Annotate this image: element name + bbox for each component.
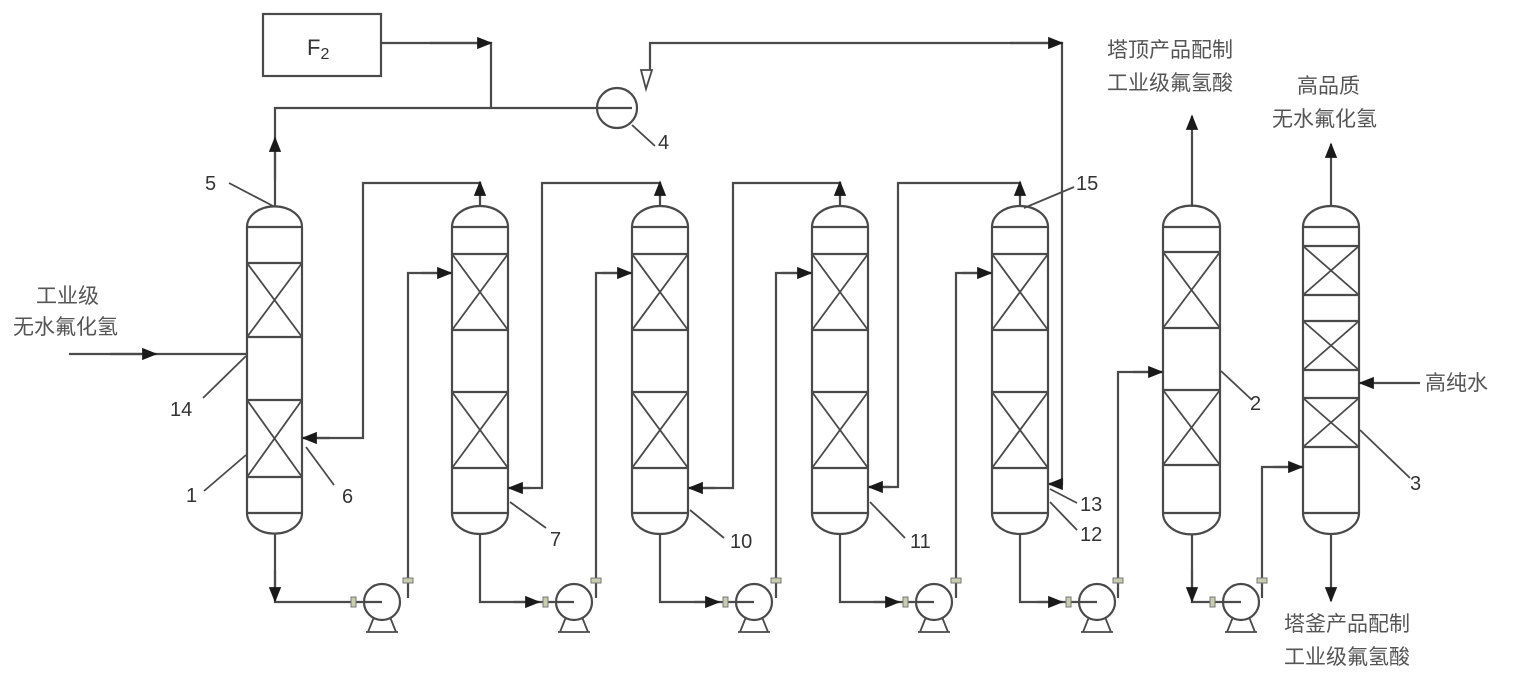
pump-2: [480, 273, 632, 632]
label-5: 5: [205, 173, 216, 195]
pump-4: [840, 273, 992, 632]
discharge-line: [956, 273, 992, 598]
discharge-line: [596, 273, 632, 598]
column-11: [812, 206, 868, 534]
packed-bed: [812, 254, 868, 330]
packed-bed: [452, 392, 508, 468]
col2-top-label-line2: 工业级氟氢酸: [1107, 71, 1233, 95]
top-head: [1163, 206, 1220, 227]
top-head: [1303, 206, 1359, 227]
column-3: [1303, 206, 1359, 534]
packed-bed: [452, 254, 508, 330]
vapor-line-10-to-7: [508, 183, 660, 488]
col3-top-label-line1: 高品质: [1297, 74, 1360, 98]
top-head: [247, 206, 302, 227]
packed-bed: [812, 392, 868, 468]
bottom-head: [992, 513, 1048, 534]
packed-bed: [1163, 252, 1220, 328]
col2-top-label-line1: 塔顶产品配制: [1107, 38, 1233, 62]
discharge-line: [1118, 372, 1163, 598]
vapor-line-12-to-11: [868, 183, 1020, 487]
label-15: 15: [1076, 173, 1098, 195]
label-3: 3: [1410, 473, 1421, 495]
column-12: [992, 206, 1048, 534]
col3-bottom-label-line1: 塔釜产品配制: [1284, 612, 1410, 636]
packed-bed: [1303, 398, 1359, 447]
col3-bottom-label-line2: 工业级氟氢酸: [1284, 645, 1410, 669]
pump-3: [660, 273, 812, 632]
label-10: 10: [730, 531, 752, 553]
feed-label-line1: 工业级: [36, 284, 99, 308]
column-1: [247, 206, 302, 533]
bottom-head: [1163, 513, 1220, 534]
top-head: [452, 206, 508, 227]
packed-bed: [992, 254, 1048, 330]
fluorine-feed-line: [381, 43, 491, 107]
label-13: 13: [1080, 494, 1102, 516]
compressor-discharge-line: [650, 43, 1062, 484]
top-head: [812, 206, 868, 227]
bottom-head: [247, 513, 302, 534]
packed-bed: [247, 400, 302, 477]
packed-bed: [992, 392, 1048, 468]
top-head: [632, 206, 688, 227]
bottom-head: [1303, 513, 1359, 534]
discharge-line: [776, 273, 812, 598]
column-2: [1163, 206, 1220, 535]
water-label: 高纯水: [1425, 371, 1488, 395]
top-head: [992, 206, 1048, 227]
vapor-line-11-to-10: [688, 183, 840, 488]
discharge-line: [1262, 467, 1303, 598]
bottom-head: [632, 513, 688, 534]
label-6: 6: [342, 486, 353, 508]
packed-bed: [1303, 321, 1359, 370]
packed-bed: [247, 263, 302, 337]
label-11: 11: [910, 531, 931, 553]
label-7: 7: [550, 529, 561, 551]
packed-bed: [1163, 390, 1220, 465]
col3-top-label-line2: 无水氟化氢: [1272, 107, 1377, 131]
pump-6: [1192, 467, 1303, 632]
label-4: 4: [658, 132, 669, 154]
label-2: 2: [1250, 393, 1261, 415]
overhead-gas-line: [275, 108, 632, 207]
feed-label-line2: 无水氟化氢: [13, 315, 118, 339]
suction-line: [1192, 534, 1241, 602]
compressor: 4: [597, 70, 669, 154]
label-12: 12: [1080, 524, 1102, 546]
discharge-line: [408, 273, 452, 598]
fluorine-source-box: F2: [263, 14, 381, 76]
column-10: [632, 206, 688, 534]
packed-bed: [632, 392, 688, 468]
bottom-head: [812, 513, 868, 534]
fluorine-label: F2: [307, 35, 329, 63]
label-1: 1: [186, 485, 197, 507]
leader-lines: [203, 183, 1410, 538]
column-7: [452, 206, 508, 534]
bottom-head: [452, 513, 508, 534]
packed-bed: [1303, 246, 1359, 295]
label-14: 14: [170, 399, 192, 421]
packed-bed: [632, 254, 688, 330]
